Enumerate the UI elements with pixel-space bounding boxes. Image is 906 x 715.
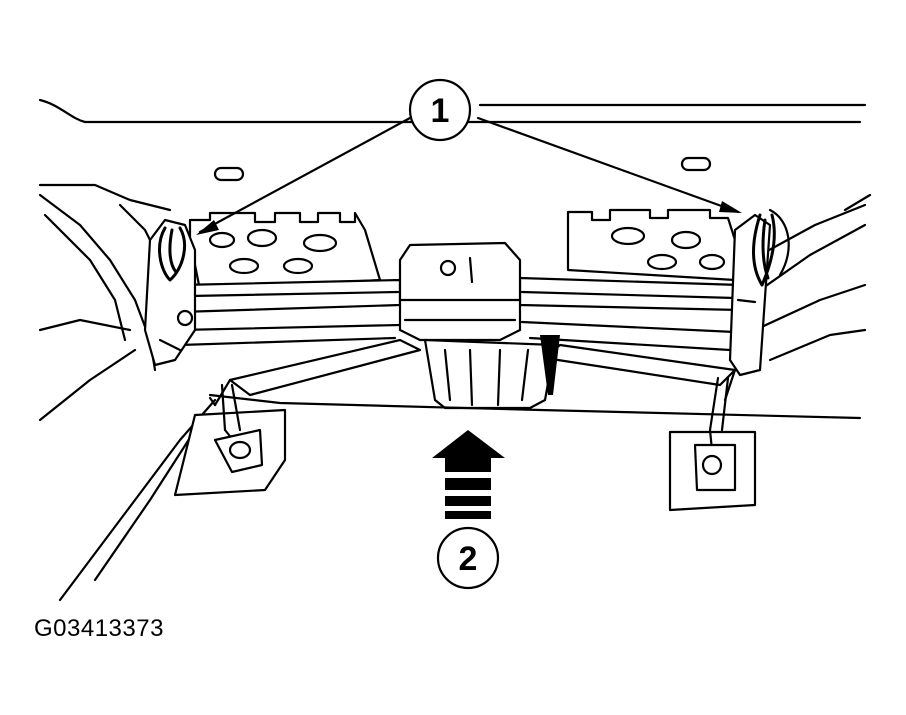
- cowl-outline: [38, 98, 872, 212]
- callout-2: 2: [432, 430, 505, 590]
- callout-1-label: 1: [431, 92, 450, 130]
- right-bracket-plate: [566, 208, 737, 282]
- left-pivot-clip: [143, 218, 197, 367]
- wiper-linkage-crossbar: [178, 276, 742, 352]
- wiper-motor: [398, 241, 560, 410]
- cowl-slots: [213, 156, 712, 182]
- figure-id-label: G03413373: [34, 615, 164, 642]
- callout-2-label: 2: [459, 540, 478, 578]
- right-pivot-clip: [728, 208, 790, 377]
- left-mount-foot: [173, 383, 287, 497]
- up-arrow-icon: [432, 430, 505, 519]
- callout-1: 1: [196, 78, 742, 235]
- left-bracket-plate: [188, 211, 382, 292]
- right-body-panel: [753, 203, 867, 362]
- lower-cowl-ledge: [208, 393, 862, 420]
- right-mount-foot: [668, 376, 757, 512]
